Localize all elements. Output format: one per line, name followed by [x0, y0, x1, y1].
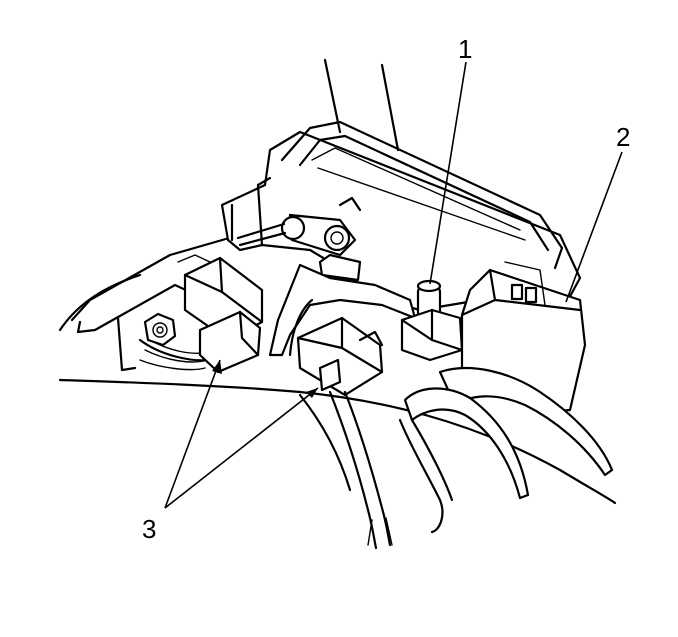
cable-loom — [398, 366, 614, 534]
electrical-connector-left — [177, 254, 264, 374]
arrowhead-3b — [306, 388, 318, 398]
pedal-linkage — [236, 196, 362, 282]
arrowhead-3a — [212, 360, 222, 374]
wire-harness — [298, 390, 393, 550]
leader-line-2 — [565, 151, 623, 303]
callout-leaders — [164, 61, 623, 509]
pedal-lever — [268, 263, 417, 357]
electrical-connector-center — [296, 316, 384, 397]
callout-3: 3 — [142, 514, 156, 544]
pedal-assembly-housing — [220, 58, 582, 312]
leader-line-3a — [164, 359, 221, 509]
leader-line-1 — [429, 61, 467, 285]
callout-1: 1 — [458, 34, 472, 64]
mounting-nut — [143, 312, 177, 347]
leader-line-3b — [164, 387, 319, 509]
callout-labels: 1 2 3 — [142, 34, 630, 544]
callout-2: 2 — [616, 122, 630, 152]
